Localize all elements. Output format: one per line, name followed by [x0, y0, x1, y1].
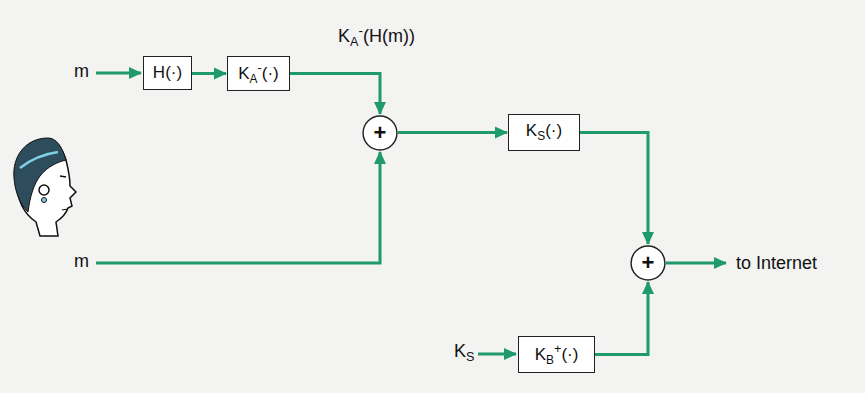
arrow-connector	[595, 282, 648, 355]
function-label: H(·)	[153, 64, 182, 83]
function-label: KA-(·)	[238, 61, 279, 86]
message-label: m	[72, 252, 91, 272]
function-label: KS(·)	[526, 122, 562, 143]
function-box: H(·)	[143, 56, 192, 90]
arrow-connector	[398, 131, 507, 134]
arrow-connector	[290, 74, 380, 115]
sum-circle: +	[362, 115, 398, 151]
alice-figure	[14, 138, 76, 236]
message-label: m	[72, 62, 91, 82]
input-wire	[96, 152, 380, 263]
output-wire	[666, 262, 726, 265]
input-wire	[96, 72, 141, 75]
function-box: KS(·)	[508, 114, 580, 151]
function-box: KB+(·)	[518, 336, 595, 373]
session-key-label: KS	[452, 342, 476, 365]
arrow-connector	[580, 133, 648, 245]
plus-sign: +	[642, 251, 655, 275]
function-label: KB+(·)	[535, 342, 579, 367]
plus-sign: +	[374, 121, 387, 145]
edge-label: KA-(H(m))	[336, 24, 417, 50]
sum-circle: +	[630, 245, 666, 281]
arrow-connector	[192, 72, 226, 75]
output-label: to Internet	[734, 254, 819, 274]
input-wire	[478, 353, 516, 356]
function-box: KA-(·)	[227, 56, 290, 91]
